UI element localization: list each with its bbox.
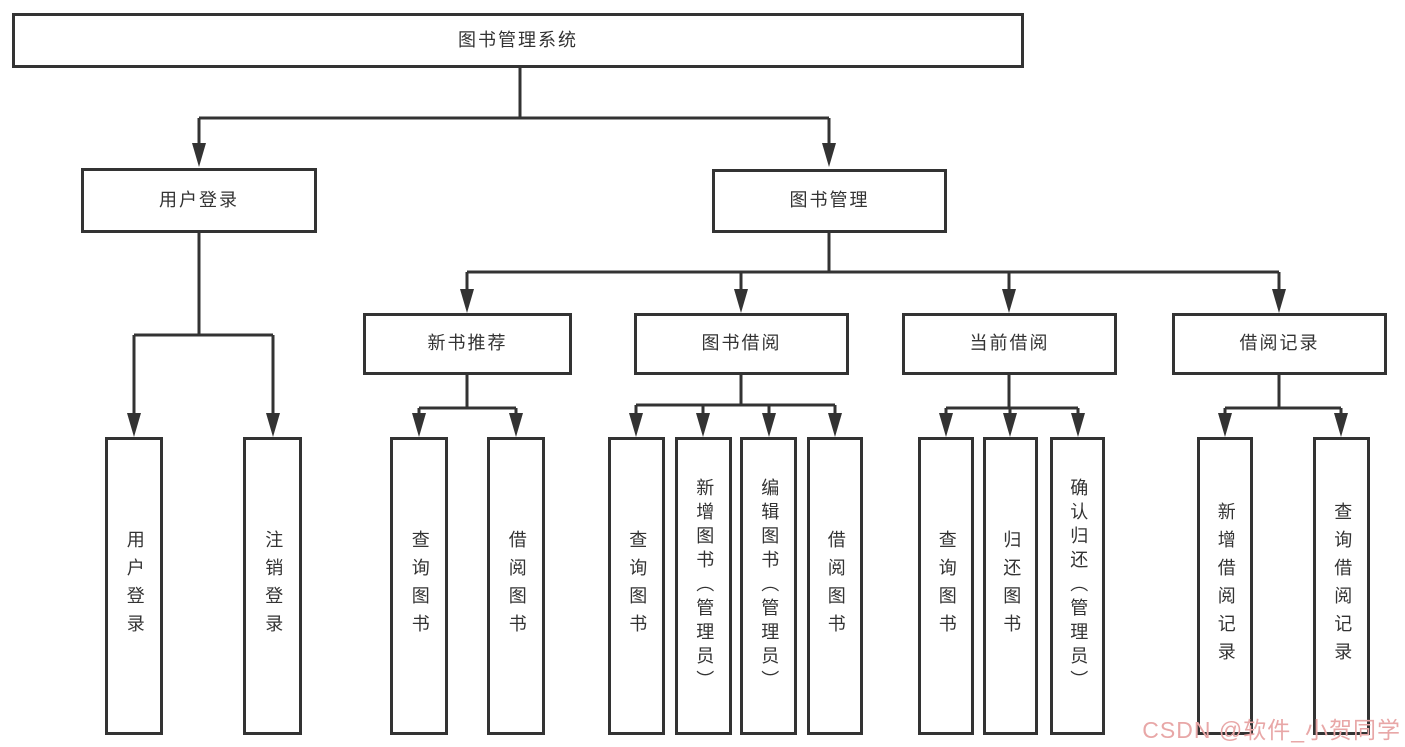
- leaf-nb-query-books: 查询图书: [390, 437, 448, 735]
- node-label: 借阅图书: [506, 530, 527, 642]
- node-root: 图书管理系统: [12, 13, 1024, 68]
- node-label: 图书管理: [789, 190, 870, 211]
- node-book-borrowing: 图书借阅: [634, 313, 849, 375]
- leaf-bb-query-books: 查询图书: [608, 437, 665, 735]
- node-new-book-recommendation: 新书推荐: [363, 313, 572, 375]
- node-label: 确认归还（管理员）: [1068, 478, 1089, 694]
- node-label: 当前借阅: [969, 333, 1050, 354]
- node-label: 新增借阅记录: [1215, 502, 1236, 670]
- node-label: 注销登录: [263, 530, 284, 642]
- node-label: 查询图书: [936, 530, 957, 642]
- leaf-cb-return-books: 归还图书: [983, 437, 1038, 735]
- leaf-cb-query-books: 查询图书: [918, 437, 974, 735]
- node-user-login: 用户登录: [81, 168, 317, 233]
- node-borrowing-records: 借阅记录: [1172, 313, 1387, 375]
- leaf-bb-borrow-books: 借阅图书: [807, 437, 863, 735]
- node-label: 借阅图书: [825, 530, 846, 642]
- leaf-bb-edit-books-admin: 编辑图书（管理员）: [740, 437, 797, 735]
- node-label: 图书借阅: [701, 333, 782, 354]
- node-label: 用户登录: [159, 189, 239, 210]
- leaf-bb-add-books-admin: 新增图书（管理员）: [675, 437, 732, 735]
- node-book-management: 图书管理: [712, 169, 947, 233]
- leaf-cb-confirm-return-admin: 确认归还（管理员）: [1050, 437, 1105, 735]
- node-label: 图书管理系统: [458, 29, 578, 50]
- node-label: 查询图书: [627, 530, 648, 642]
- node-current-borrowing: 当前借阅: [902, 313, 1117, 375]
- node-label: 借阅记录: [1239, 333, 1320, 354]
- leaf-user-login: 用户登录: [105, 437, 163, 735]
- node-label: 新书推荐: [427, 333, 508, 354]
- node-label: 归还图书: [1001, 530, 1022, 642]
- node-label: 查询借阅记录: [1332, 502, 1353, 670]
- node-label: 查询图书: [409, 530, 430, 642]
- leaf-nb-borrow-books: 借阅图书: [487, 437, 545, 735]
- leaf-logout: 注销登录: [243, 437, 302, 735]
- leaf-br-add-borrow-record: 新增借阅记录: [1197, 437, 1253, 735]
- node-label: 用户登录: [124, 530, 145, 642]
- node-label: 新增图书（管理员）: [694, 478, 715, 694]
- leaf-br-query-borrow-record: 查询借阅记录: [1313, 437, 1370, 735]
- node-label: 编辑图书（管理员）: [759, 478, 780, 694]
